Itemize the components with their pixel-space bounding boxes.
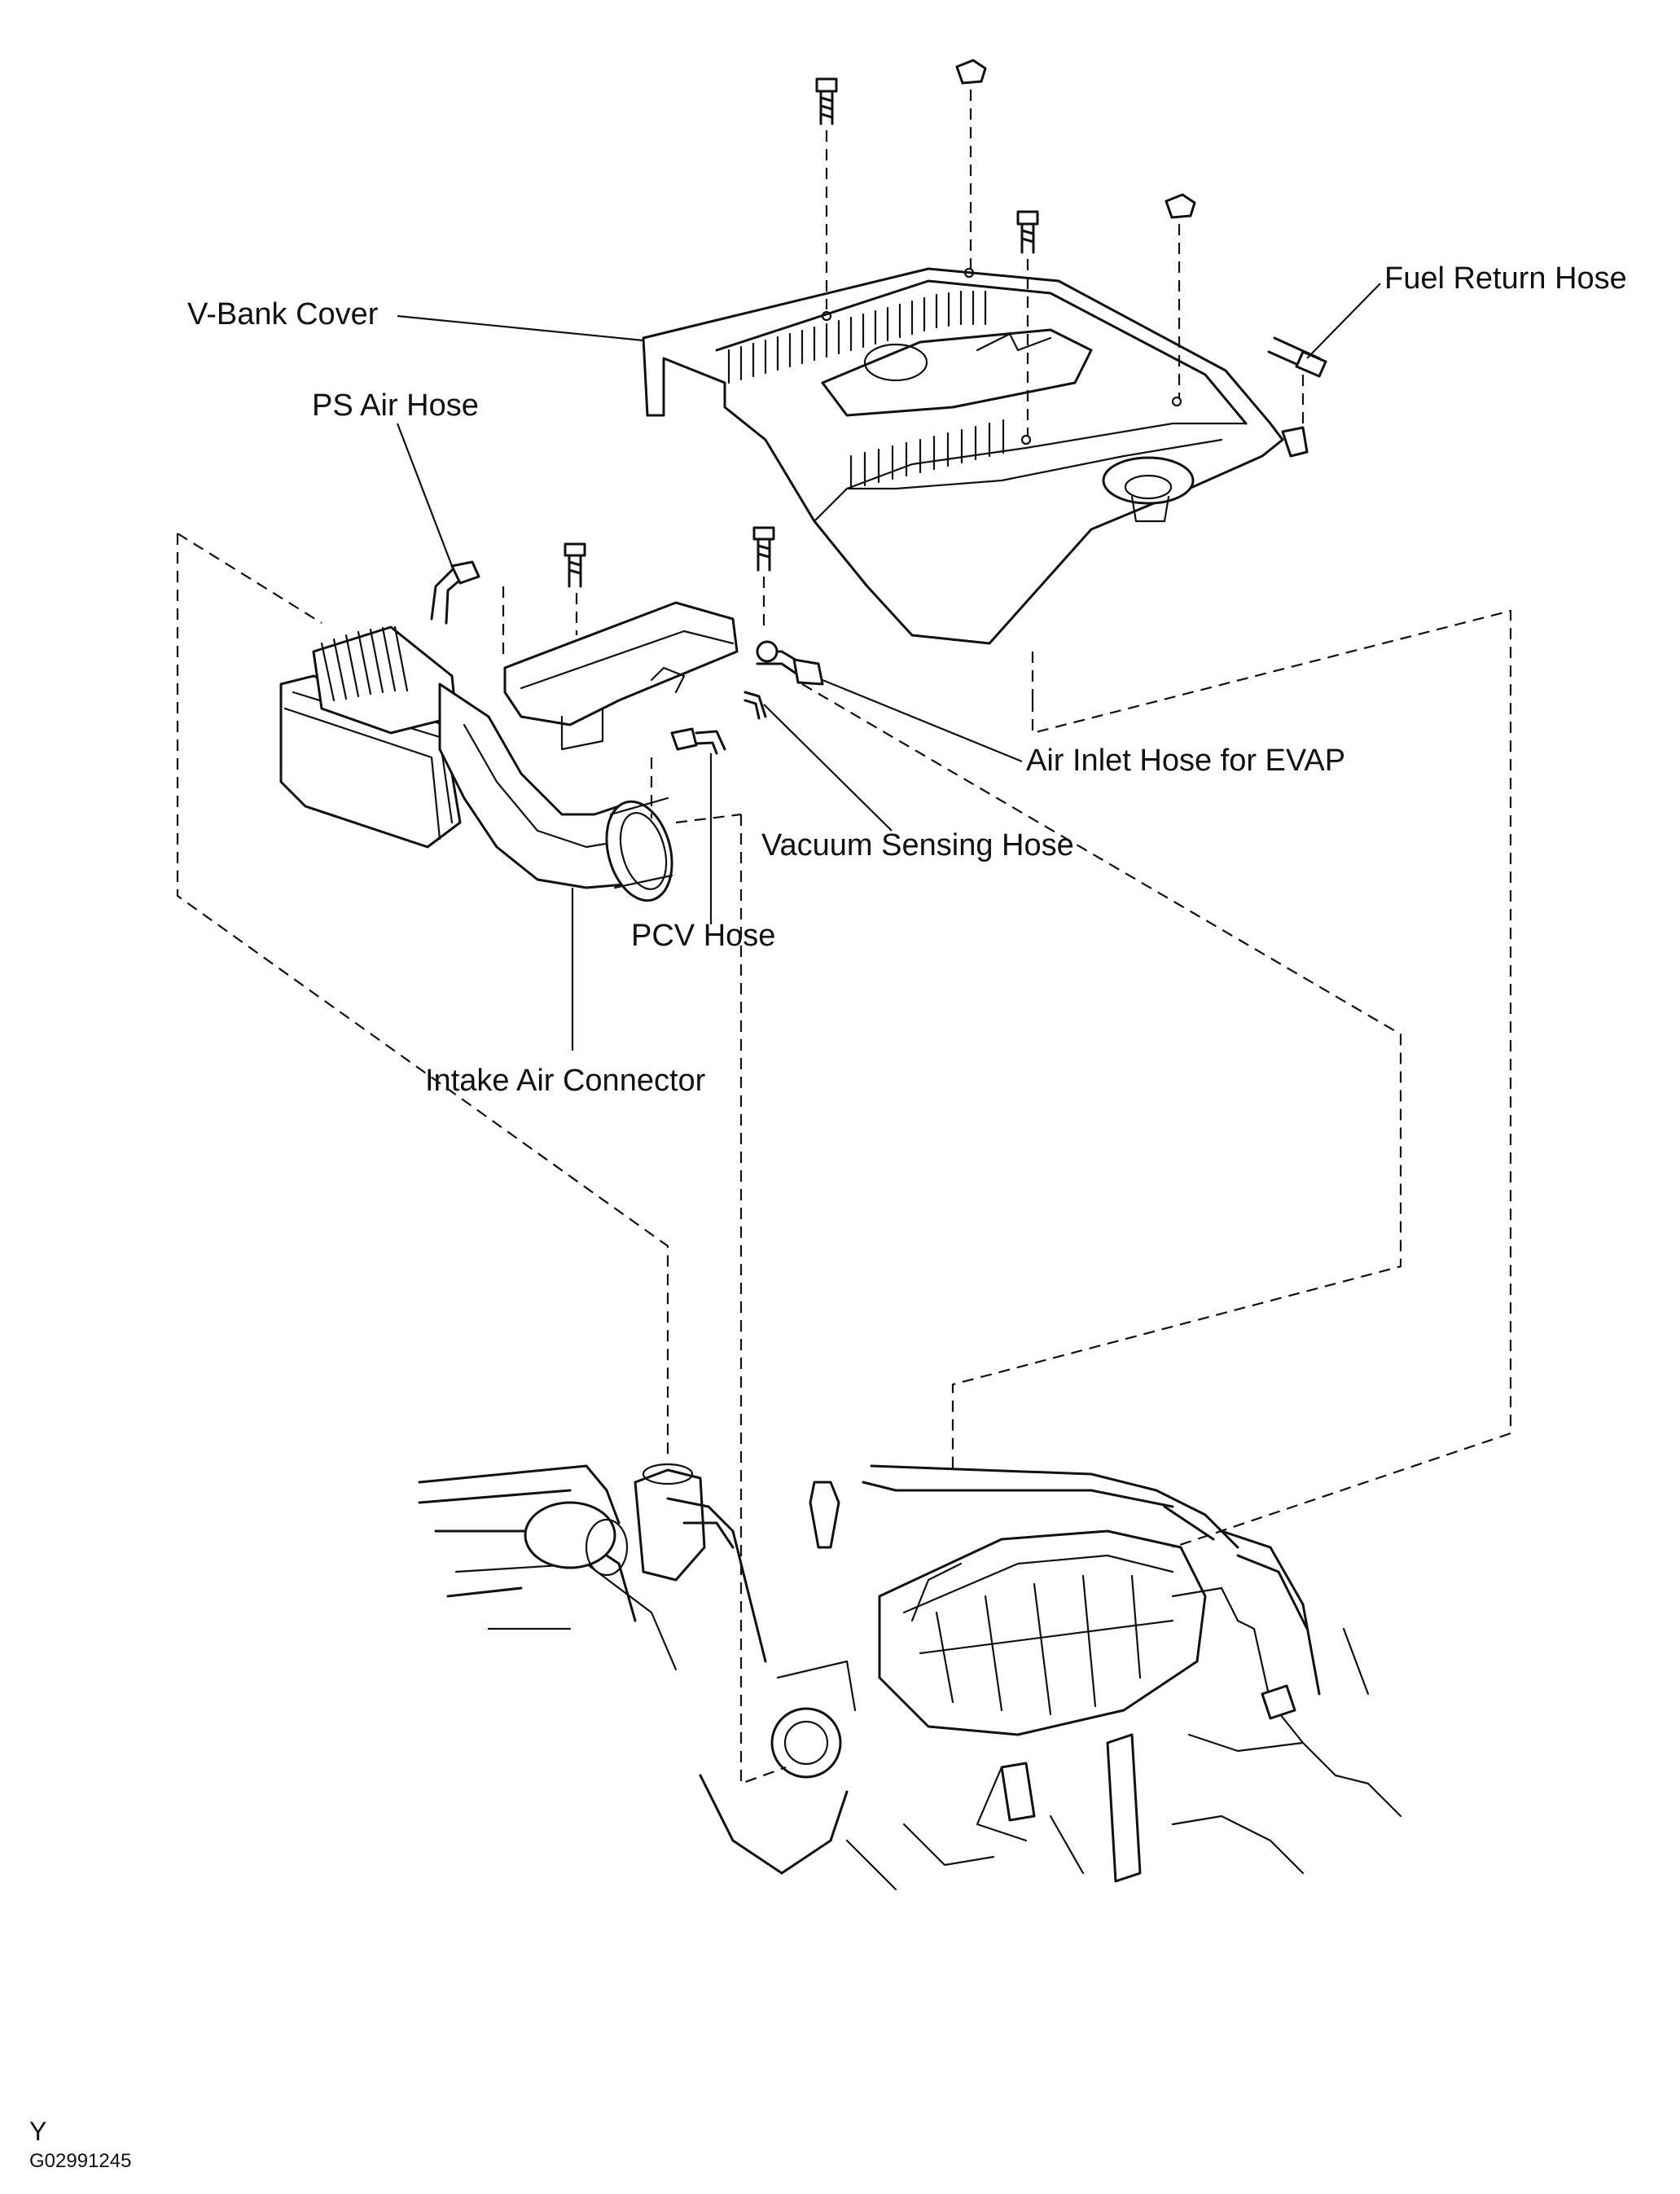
nut-icon xyxy=(955,59,987,85)
figure-code: G02991245 xyxy=(29,2150,132,2172)
footer-marker: Y xyxy=(29,2117,47,2146)
vacuum-sensing-hose xyxy=(743,691,767,720)
bolt-icon xyxy=(564,542,586,588)
intake-fasteners xyxy=(564,526,775,635)
cover-ribs xyxy=(727,290,1005,490)
pcv-hose xyxy=(650,727,726,818)
ps-air-hose xyxy=(430,560,505,660)
label-intake-air-connector: Intake Air Connector xyxy=(425,1064,706,1098)
label-v-bank-cover: V-Bank Cover xyxy=(187,297,379,331)
v-bank-cover xyxy=(642,267,1309,645)
label-fuel-return-hose: Fuel Return Hose xyxy=(1384,261,1627,296)
engine-assembly xyxy=(418,1463,1402,1891)
bolt-icon xyxy=(815,77,838,125)
label-air-inlet-hose-evap: Air Inlet Hose for EVAP xyxy=(1026,744,1346,778)
nut-icon xyxy=(1165,193,1196,219)
cover-fasteners xyxy=(815,59,1196,436)
label-leaders xyxy=(396,283,1381,1051)
label-ps-air-hose: PS Air Hose xyxy=(312,388,479,423)
intake-air-connector xyxy=(279,601,739,902)
assembly-guide-lines xyxy=(176,533,1512,1785)
fuel-return-hose xyxy=(1267,336,1327,432)
label-pcv-hose: PCV Hose xyxy=(631,919,776,953)
label-vacuum-sensing-hose: Vacuum Sensing Hose xyxy=(761,828,1074,862)
air-inlet-hose-evap xyxy=(756,640,824,686)
bolt-icon xyxy=(752,526,775,572)
bolt-icon xyxy=(1016,210,1039,254)
